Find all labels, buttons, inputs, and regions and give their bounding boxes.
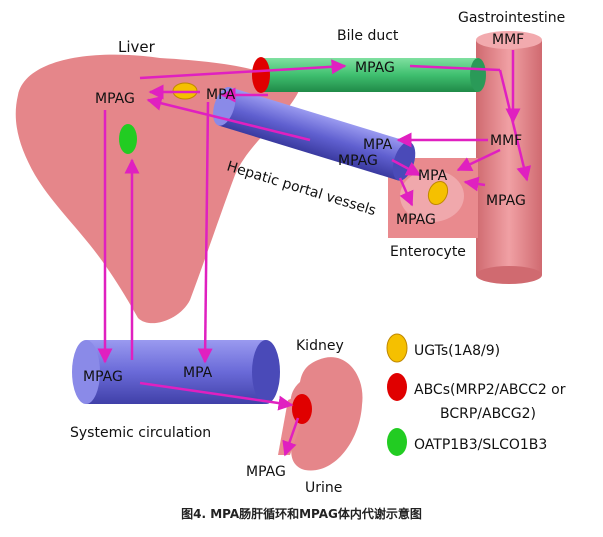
arrow-bile-down [498,69,532,182]
mol-portal-mpa: MPA [363,137,393,153]
label-systemic-circulation: Systemic circulation [70,425,211,441]
ugt-enzyme-enterocyte [427,180,449,206]
arrow-portal-mpag-to-entero [391,158,422,177]
abc-transporter-bile [252,57,270,93]
label-bile-duct: Bile duct [337,28,399,44]
label-urine: Urine [305,480,342,496]
arrow-mmf-to-entero [456,148,501,172]
label-enterocyte: Enterocyte [390,244,466,260]
abc-transporter-kidney [292,394,312,424]
gastrointestine-bottom [476,266,542,284]
legend-oatp-icon [387,428,407,456]
oatp-transporter-liver [119,124,137,154]
arrow-liver-mpa-to-systemic [197,101,213,364]
mol-gi-mmf-mid: MMF [490,133,522,149]
mol-entero-mpag: MPAG [396,212,436,228]
bile-duct-end [470,58,486,92]
legend-abc-icon [387,373,407,401]
portal-vessel-tube [218,87,410,181]
mol-entero-mpa: MPA [418,168,448,184]
legend-oatp-label: OATP1B3/SLCO1B3 [414,437,547,453]
legend-ugt-icon [386,333,408,363]
label-kidney: Kidney [296,338,344,354]
label-gastrointestine: Gastrointestine [458,10,565,26]
kidney-shape [290,357,363,471]
figure-caption: 图4. MPA肠肝循环和MPAG体内代谢示意图 [181,507,422,521]
bile-duct-tube [258,58,478,92]
mol-gi-mpag: MPAG [486,193,526,209]
arrow-systemic-to-kidney [139,381,294,411]
legend-abc-label: ABCs(MRP2/ABCC2 or [414,382,566,398]
legend-abc-label-2: BCRP/ABCG2) [440,406,536,422]
legend: UGTs(1A8/9) ABCs(MRP2/ABCC2 or BCRP/ABCG… [386,333,566,456]
mol-liver-mpa: MPA [206,87,236,103]
arrow-bile-to-gi [409,64,501,72]
gastrointestine-top [476,31,542,49]
mol-urine-mpag: MPAG [246,464,286,480]
systemic-circulation-tube [86,340,266,404]
arrow-liver-to-bile [139,59,347,80]
mol-gi-mmf-top: MMF [492,32,524,48]
mol-liver-mpag: MPAG [95,91,135,107]
arrow-entero-mpa-to-mpag [398,177,414,207]
pathway-arrows [97,50,532,457]
legend-ugt-label: UGTs(1A8/9) [414,343,500,359]
mol-systemic-mpag: MPAG [83,369,123,385]
systemic-end-left [72,340,100,404]
mol-portal-mpag: MPAG [338,153,378,169]
arrow-gi-mpag-to-entero [463,176,486,192]
mol-systemic-mpa: MPA [183,365,213,381]
label-liver: Liver [118,38,156,56]
systemic-end-right [252,340,280,404]
arrow-portal-mpag-to-liver [146,95,311,142]
arrow-kidney-to-urine [282,417,300,457]
mol-bile-mpag: MPAG [355,60,395,76]
